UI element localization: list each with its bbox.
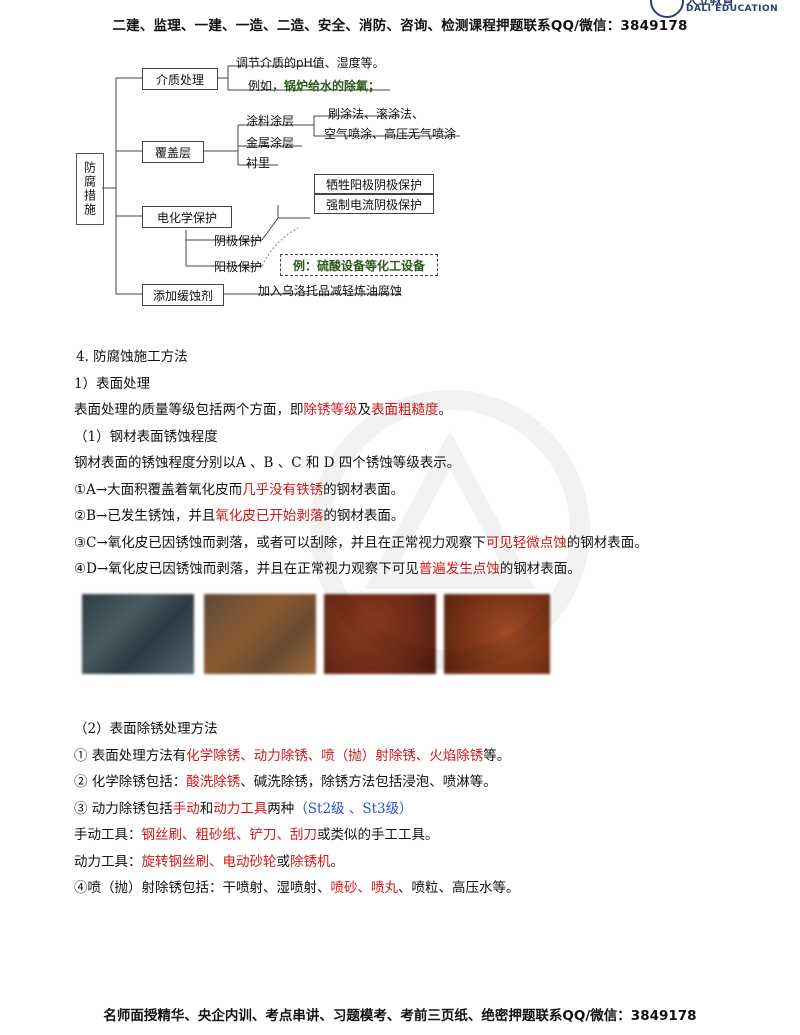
page-header: 二建、监理、一建、一造、二造、安全、消防、咨询、检测课程押题联系QQ/微信：38… [112,18,688,34]
diagram-connectors [102,65,460,295]
root-node: 防腐措施 [76,153,104,225]
paragraph-quality-grade: 表面处理的质量等级包括两个方面，即除锈等级及表面粗糙度。 [74,402,452,418]
b1-detail-2: 例如，锅炉给水的除氧； [248,79,381,93]
node-electrochemical: 电化学保护 [142,206,232,228]
anticorrosion-diagram: 防腐措施 介质处理 调节介质的pH值、湿度等。 例如，锅炉给水的除氧； 覆盖层 … [70,50,490,310]
node-sacrificial-anode: 牺牲阳极阴极保护 [314,174,434,194]
heading-rust-removal: （2）表面除锈处理方法 [74,721,218,737]
grade-a: ①A→大面积覆盖着氧化皮而几乎没有铁锈的钢材表面。 [74,481,405,498]
method-4: ④喷（抛）射除锈包括：干喷射、湿喷射、喷砂、喷丸、喷粒、高压水等。 [74,880,520,896]
paragraph-rust-grades: 钢材表面的锈蚀程度分别以A 、B 、C 和 D 四个锈蚀等级表示。 [74,455,461,471]
content-body: 4. 防腐蚀施工方法 1）表面处理 表面处理的质量等级包括两个方面，即除锈等级及… [74,344,754,583]
anodic-example: 例：硫酸设备等化工设备 [280,254,438,276]
inhibitor-note: 加入乌洛托品减轻炼油腐蚀 [258,284,403,298]
node-metal-coating: 金属涂层 [246,136,295,150]
method-3: ③ 动力除锈包括手动和动力工具两种（St2级 、St3级） [74,800,413,817]
rust-sample-d-image [444,594,550,674]
logo-cn: 大立教育 [686,0,735,7]
node-impressed-current: 强制电流阴极保护 [314,194,434,214]
method-1: ① 表面处理方法有化学除锈、动力除锈、喷（抛）射除锈、火焰除锈等。 [74,747,511,764]
power-tools: 动力工具：旋转钢丝刷、电动砂轮或除锈机。 [74,853,344,870]
paint-methods-1: 刷涂法、滚涂法、 [328,107,425,121]
node-lining: 衬里 [246,156,271,170]
node-covering-layer: 覆盖层 [142,141,204,163]
grade-b: ②B→已发生锈蚀，并且氧化皮已开始剥落的钢材表面。 [74,508,405,524]
logo-en: DALI EDUCATION [686,4,779,14]
heading-rust-degree: （1）钢材表面锈蚀程度 [74,428,218,445]
node-corrosion-inhibitor: 添加缓蚀剂 [142,284,224,306]
subheading-surface-treatment: 1）表面处理 [74,375,151,392]
logo: 大立教育 DALI EDUCATION [646,0,796,22]
rust-sample-a-image [82,594,194,674]
grade-d: ④D→氧化皮已因锈蚀而剥落，并且在正常视力观察下可见普遍发生点蚀的钢材表面。 [74,561,581,577]
manual-tools: 手动工具：钢丝刷、粗砂纸、铲刀、刮刀或类似的手工工具。 [74,827,439,843]
method-2: ② 化学除锈包括：酸洗除锈、碱洗除锈，除锈方法包括浸泡、喷淋等。 [74,774,497,790]
b1-detail-1: 调节介质的pH值、湿度等。 [236,56,385,70]
node-cathodic-protection: 阴极保护 [214,234,263,248]
grade-c: ③C→氧化皮已因锈蚀而剥落，或者可以刮除，并且在正常视力观察下可见轻微点蚀的钢材… [74,534,648,551]
content-body-2: （2）表面除锈处理方法 ① 表面处理方法有化学除锈、动力除锈、喷（抛）射除锈、火… [74,716,754,902]
section-heading: 4. 防腐蚀施工方法 [76,349,188,365]
watermark-emblem-icon [310,390,590,670]
node-paint-coating: 涂料涂层 [246,114,295,128]
paint-methods-2: 空气喷涂、高压无气喷涂 [324,127,457,141]
rust-sample-b-image [204,594,316,674]
page-footer: 名师面授精华、央企内训、考点串讲、习题模考、考前三页纸、绝密押题联系QQ/微信：… [103,1008,697,1024]
logo-mark-icon [650,0,684,18]
rust-sample-c-image [324,594,436,674]
node-medium-treatment: 介质处理 [142,68,218,90]
node-anodic-protection: 阳极保护 [214,260,263,274]
